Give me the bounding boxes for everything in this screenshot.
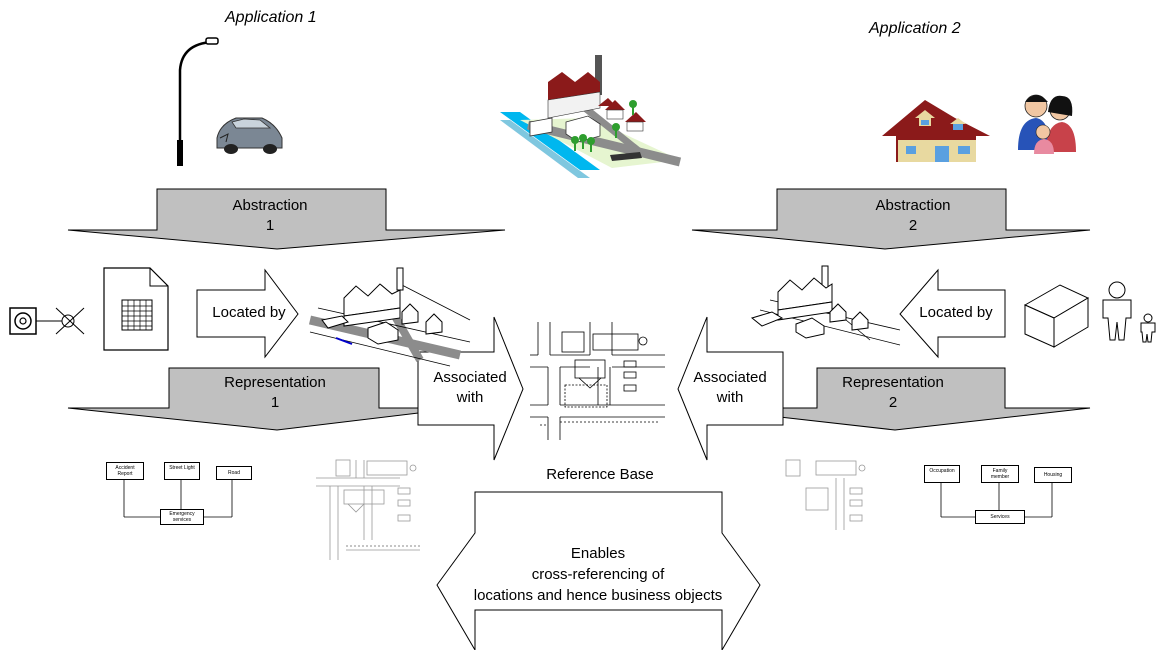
schema-1-node-accident-report-label: Accident Report — [115, 465, 135, 477]
abstraction-1-arrow — [67, 188, 506, 250]
schema-1-node-accident-report: Accident Report — [106, 462, 144, 480]
town-illustration — [500, 55, 682, 178]
person-outline-icon — [1102, 281, 1156, 343]
street-light-icon — [177, 37, 219, 166]
enables-label: Enables cross-referencing of locations a… — [440, 543, 756, 606]
abstraction-2-label: Abstraction 2 — [843, 196, 983, 236]
schema-1-connectors — [123, 478, 233, 518]
abstraction-1-label: Abstraction 1 — [200, 196, 340, 236]
associated-right-label: Associated with — [678, 368, 782, 408]
schema-2-root-label: Services — [990, 514, 1010, 520]
representation-2-arrow — [699, 367, 1091, 431]
representation-2-label: Representation 2 — [823, 373, 963, 413]
associated-right-line1: Associated — [693, 369, 767, 386]
schema-2-node-occupation-label: Occupation — [929, 468, 955, 474]
abstraction-2-line2: 2 — [908, 217, 918, 234]
associated-left-line1: Associated — [433, 369, 507, 386]
town-outline-left-icon — [308, 267, 471, 367]
enables-double-arrow — [436, 491, 761, 650]
representation-1-line1: Representation — [224, 374, 326, 391]
schema-1-node-road-label: Road — [228, 470, 240, 476]
schema-1-root-emergency-services: Emergency services — [160, 509, 204, 525]
schema-1-node-street-light-label: Street Light — [169, 465, 195, 471]
family-icon — [1018, 94, 1076, 154]
abstraction-1-line1: Abstraction — [232, 197, 308, 214]
representation-2-line1: Representation — [842, 374, 944, 391]
representation-1-line2: 1 — [270, 394, 280, 411]
town-outline-right-icon — [750, 265, 901, 346]
associated-right-arrow — [677, 316, 784, 461]
located-by-left-arrow — [196, 268, 299, 359]
box-icon — [1023, 284, 1090, 348]
accident-symbol-icon — [9, 307, 85, 335]
application-2-title: Application 2 — [869, 20, 961, 37]
representation-2-line2: 2 — [888, 394, 898, 411]
representation-1-arrow — [67, 367, 461, 431]
reference-base-map — [530, 322, 665, 440]
schema-1-root-label: Emergency services — [169, 511, 195, 523]
abstraction-2-line1: Abstraction — [875, 197, 951, 214]
faded-map-right — [785, 459, 866, 530]
house-icon — [882, 100, 990, 162]
enables-line1: Enables — [570, 545, 626, 562]
schema-1-node-street-light: Street Light — [164, 462, 200, 480]
representation-1-label: Representation 1 — [205, 373, 345, 413]
located-by-right-arrow — [899, 268, 1006, 359]
associated-left-label: Associated with — [418, 368, 522, 408]
associated-left-line2: with — [456, 389, 484, 406]
enables-line3: locations and hence business objects — [473, 587, 723, 604]
schema-2-node-occupation: Occupation — [924, 465, 960, 483]
schema-2-node-family-member-label: Family member — [990, 468, 1010, 480]
application-1-title: Application 1 — [225, 9, 317, 26]
damaged-car-icon — [216, 117, 283, 154]
reference-base-label: Reference Base — [546, 466, 654, 483]
document-icon — [103, 267, 169, 351]
enables-line2: cross-referencing of — [531, 566, 665, 583]
faded-map-left — [316, 459, 420, 560]
schema-2-node-family-member: Family member — [981, 465, 1019, 483]
schema-2-node-housing-label: Housing — [1043, 472, 1063, 478]
abstraction-1-line2: 1 — [265, 217, 275, 234]
located-by-left-label: Located by — [212, 304, 286, 321]
located-by-right-label: Located by — [919, 304, 993, 321]
associated-right-line2: with — [716, 389, 744, 406]
schema-2-node-housing: Housing — [1034, 467, 1072, 483]
schema-2-connectors — [940, 481, 1053, 518]
abstraction-2-arrow — [691, 188, 1091, 250]
schema-2-root-services: Services — [975, 510, 1025, 524]
schema-1-node-road: Road — [216, 466, 252, 480]
